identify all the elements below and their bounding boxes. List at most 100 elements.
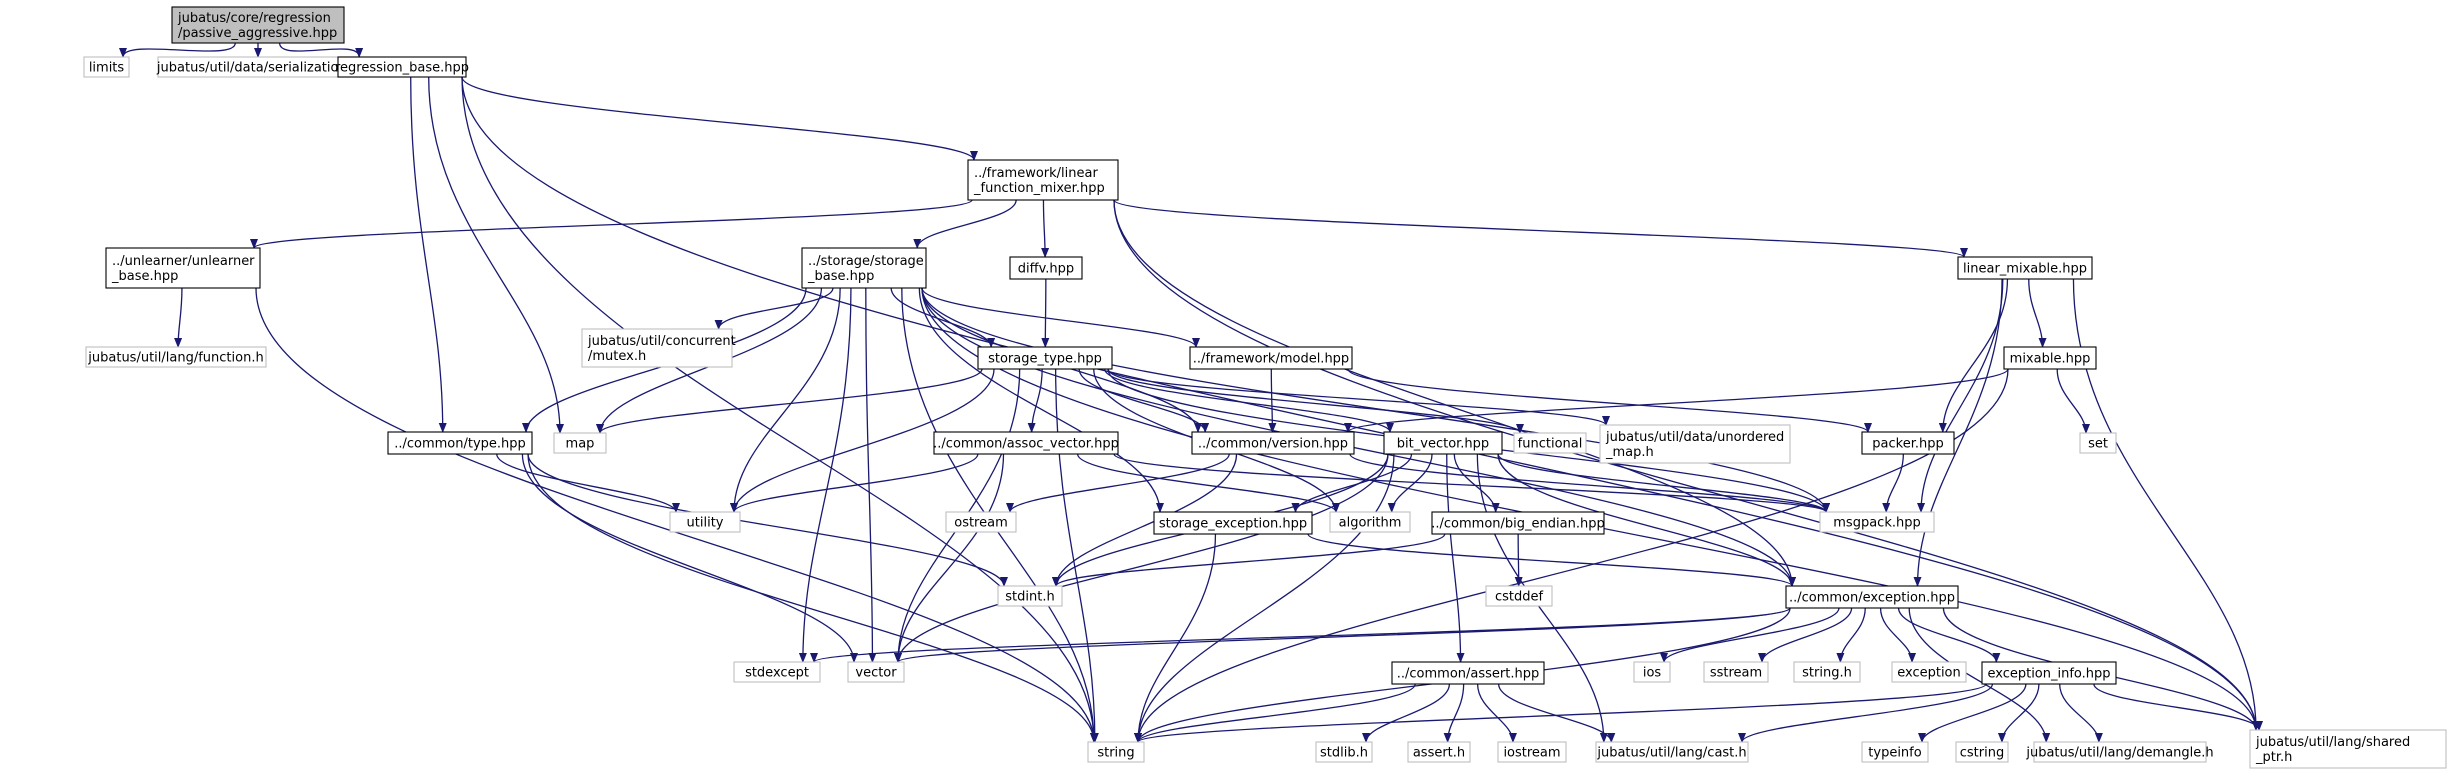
node-exception: exception (1891, 661, 1967, 683)
node-label: ios (1643, 666, 1662, 681)
node-label: _base.hpp (111, 269, 178, 284)
edge-storage-type-to-assoc-vector (1027, 368, 1043, 433)
node-box (1391, 661, 1545, 685)
node-label: jubatus/util/lang/function.h (87, 351, 263, 366)
node-label: jubatus/util/lang/shared (2255, 735, 2410, 750)
edge-bit-vector-to-common-exception (1497, 453, 1796, 587)
node-unlearner-base[interactable]: ../unlearner/unlearner_base.hpp (105, 247, 261, 289)
edge-storage-exception-to-common-exception (1307, 533, 1796, 587)
node-common-exception[interactable]: ../common/exception.hpp (1785, 585, 1959, 609)
node-functional: functional (1513, 432, 1587, 454)
node-box (2033, 741, 2207, 763)
node-label: functional (1518, 437, 1583, 452)
edge-storage-base-to-mutex (714, 287, 834, 330)
edge-exception-info-to-typeinfo (1918, 683, 2027, 743)
node-storage-type[interactable]: storage_type.hpp (977, 346, 1113, 370)
node-label: bit_vector.hpp (1397, 437, 1489, 452)
edge-storage-base-to-common-exception (921, 287, 1796, 587)
edge-linear-mixable-to-common-exception (1913, 278, 2003, 587)
node-exception-info[interactable]: exception_info.hpp (1981, 661, 2117, 685)
edge-bit-vector-to-algorithm (1387, 453, 1433, 513)
node-box (1891, 661, 1967, 683)
node-label: limits (89, 61, 125, 76)
node-box (581, 328, 733, 368)
edge-common-version-to-ostream (1006, 453, 1230, 513)
node-storage-base[interactable]: ../storage/storage_base.hpp (801, 247, 927, 289)
node-cstring: cstring (1955, 741, 2009, 763)
edge-layer (119, 42, 2263, 743)
node-label: ../common/type.hpp (394, 437, 526, 452)
node-common-type[interactable]: ../common/type.hpp (387, 431, 533, 455)
node-box (1191, 431, 1355, 455)
node-box (733, 661, 821, 683)
node-box (1703, 661, 1769, 683)
edge-bit-vector-to-big-endian (1453, 453, 1500, 513)
node-model[interactable]: ../framework/model.hpp (1189, 346, 1353, 370)
node-label: storage_type.hpp (988, 352, 1102, 367)
node-box (1087, 741, 1145, 763)
node-box (1189, 346, 1353, 370)
edge-storage-type-to-unordered-map (1107, 368, 1610, 426)
node-box (1329, 511, 1411, 533)
edge-big-endian-to-cstddef (1514, 533, 1523, 587)
node-linear-mixable[interactable]: linear_mixable.hpp (1957, 256, 2093, 280)
node-box (337, 56, 467, 78)
node-linear-function-mixer[interactable]: ../framework/linear_function_mixer.hpp (967, 159, 1119, 201)
edge-linear-mixable-to-msgpack (1917, 278, 2004, 513)
node-ostream: ostream (945, 511, 1017, 533)
node-label: linear_mixable.hpp (1963, 262, 2087, 277)
node-common-version[interactable]: ../common/version.hpp (1191, 431, 1355, 455)
node-label: /passive_aggressive.hpp (178, 26, 337, 41)
node-box (1955, 741, 2009, 763)
node-packer[interactable]: packer.hpp (1861, 431, 1955, 455)
edge-storage-base-to-stdexcept (798, 287, 852, 663)
node-box (801, 247, 927, 289)
node-stdlib: stdlib.h (1315, 741, 1373, 763)
node-box (669, 511, 741, 533)
edge-packer-to-msgpack (1882, 453, 1904, 513)
edge-diffv-to-storage-type (1041, 278, 1050, 348)
edge-exception-info-to-cstring (1997, 683, 2040, 743)
node-regression-base[interactable]: regression_base.hpp (335, 56, 469, 78)
node-box (1599, 424, 1791, 464)
node-big-endian[interactable]: ../common/big_endian.hpp (1431, 511, 1605, 535)
edge-mixable-to-string (1134, 368, 2009, 743)
node-typeinfo: typeinfo (1861, 741, 1929, 763)
edge-storage-type-to-functional (1107, 368, 1524, 434)
edge-storage-base-to-model (921, 287, 1200, 348)
edge-linear-mixable-to-packer (1938, 278, 2009, 433)
node-string: string (1087, 741, 1145, 763)
node-ios: ios (1633, 661, 1671, 683)
node-box (1009, 256, 1083, 280)
node-common-assert[interactable]: ../common/assert.hpp (1391, 661, 1545, 685)
node-mixable[interactable]: mixable.hpp (2003, 346, 2097, 370)
edge-common-exception-to-vector (894, 607, 1791, 663)
node-box (2079, 432, 2117, 454)
node-diffv[interactable]: diffv.hpp (1009, 256, 1083, 280)
node-label: exception (1897, 666, 1961, 681)
node-label: diffv.hpp (1018, 262, 1074, 277)
node-box (1407, 741, 1471, 763)
node-label: _base.hpp (807, 269, 874, 284)
node-label: ../storage/storage (808, 254, 924, 269)
edge-regression-base-to-shared-ptr (461, 76, 2260, 731)
edge-common-type-to-utility (496, 453, 680, 513)
node-box (1981, 661, 2117, 685)
node-storage-exception[interactable]: storage_exception.hpp (1153, 511, 1313, 535)
node-box (1957, 256, 2093, 280)
node-box (1485, 585, 1553, 607)
edge-model-to-common-version (1268, 368, 1277, 433)
node-function-h: jubatus/util/lang/function.h (85, 346, 267, 368)
node-box (83, 56, 130, 78)
node-assoc-vector[interactable]: ../common/assoc_vector.hpp (933, 431, 1119, 455)
node-label: _map.h (1605, 445, 1654, 460)
edge-assoc-vector-to-algorithm (1076, 453, 1340, 513)
node-box (2003, 346, 2097, 370)
node-bit-vector[interactable]: bit_vector.hpp (1383, 431, 1503, 455)
node-sstream: sstream (1703, 661, 1769, 683)
node-box (1383, 431, 1503, 455)
node-box (1819, 511, 1935, 533)
node-box (553, 432, 607, 454)
node-assert-h: assert.h (1407, 741, 1471, 763)
node-label: stdint.h (1005, 590, 1054, 605)
